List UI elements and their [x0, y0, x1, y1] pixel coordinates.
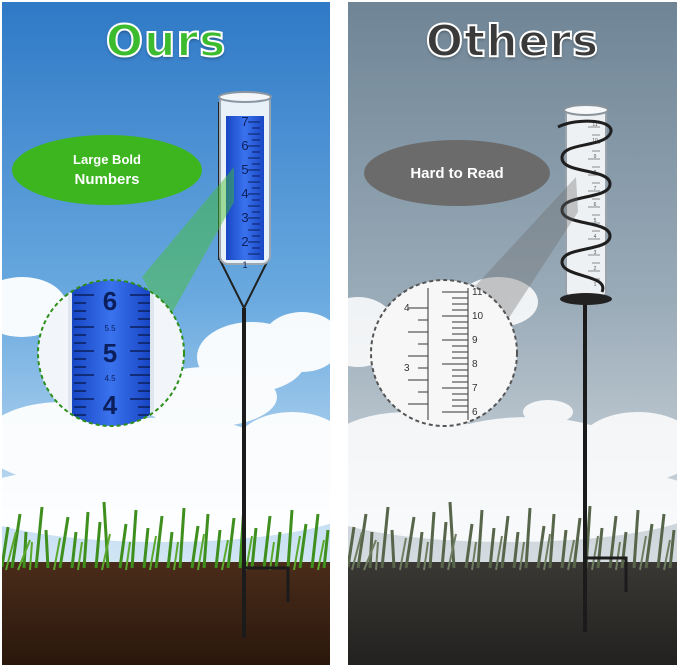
- spiral-holder: [557, 119, 613, 293]
- panel-title-others: Others: [425, 15, 600, 68]
- zoom-half-label: 4.5: [104, 374, 116, 383]
- gauge-number: 7: [594, 186, 597, 192]
- zoom-number: 8: [472, 359, 478, 370]
- zoom-number: 6: [103, 286, 117, 316]
- gauge-number: 4: [594, 234, 597, 240]
- zoom-number: 9: [472, 335, 478, 346]
- zoom-number: 5: [103, 338, 117, 368]
- gauge-stake: [242, 308, 246, 638]
- gauge-number: 6: [594, 202, 597, 208]
- gauge-number: 3: [594, 250, 597, 256]
- zoom-number: 11: [472, 287, 483, 298]
- callout-line-2: Numbers: [74, 171, 140, 188]
- panel-title-ours: Ours: [105, 15, 227, 68]
- others-panel: 11 10 9 8 7 6 5 4 3 2 1 11: [348, 2, 677, 665]
- callout-beam: [142, 167, 234, 322]
- zoom-number: 10: [472, 311, 484, 322]
- gauge-number: 3: [241, 210, 248, 225]
- callout-line-1: Large Bold: [73, 152, 141, 167]
- gauge-number: 1: [242, 260, 247, 270]
- gauge-number: 11: [592, 122, 597, 128]
- zoom-number: 4: [103, 390, 118, 420]
- grass: [348, 501, 676, 569]
- zoom-number: 6: [472, 407, 478, 418]
- gauge-stake: [583, 302, 587, 632]
- zoom-number: 4: [404, 303, 410, 314]
- gauge-number: 9: [594, 154, 597, 160]
- zoom-magnifier: 11 10 9 8 7 6 4 3: [370, 279, 518, 427]
- callout-hard-to-read: Hard to Read: [364, 140, 550, 206]
- soil: [348, 562, 677, 665]
- gauge-number: 5: [241, 162, 248, 177]
- zoom-number: 3: [404, 363, 410, 374]
- gauge-number: 2: [241, 234, 248, 249]
- gauge-number: 4: [241, 186, 248, 201]
- gauge-number: 10: [592, 138, 598, 144]
- grass: [2, 501, 330, 569]
- gauge-number: 1: [594, 282, 597, 288]
- clouds: [2, 277, 330, 542]
- ours-scene: 7 6 5 4 3 2 1 6 5 4: [2, 2, 330, 665]
- gauge-number: 5: [594, 218, 597, 224]
- zoom-magnifier: 6 5 4 5.5 4.5: [37, 279, 185, 427]
- soil: [2, 562, 330, 665]
- callout-beam: [468, 177, 578, 327]
- zoom-half-label: 5.5: [104, 324, 116, 333]
- gauge-number: 2: [594, 266, 597, 272]
- gauge-number: 7: [241, 114, 248, 129]
- ours-panel: 7 6 5 4 3 2 1 6 5 4: [2, 2, 330, 665]
- others-scene: 11 10 9 8 7 6 5 4 3 2 1 11: [348, 2, 677, 665]
- zoom-number: 7: [472, 383, 478, 394]
- gauge-number: 6: [241, 138, 248, 153]
- callout-large-bold-numbers: Large Bold Numbers: [12, 135, 202, 205]
